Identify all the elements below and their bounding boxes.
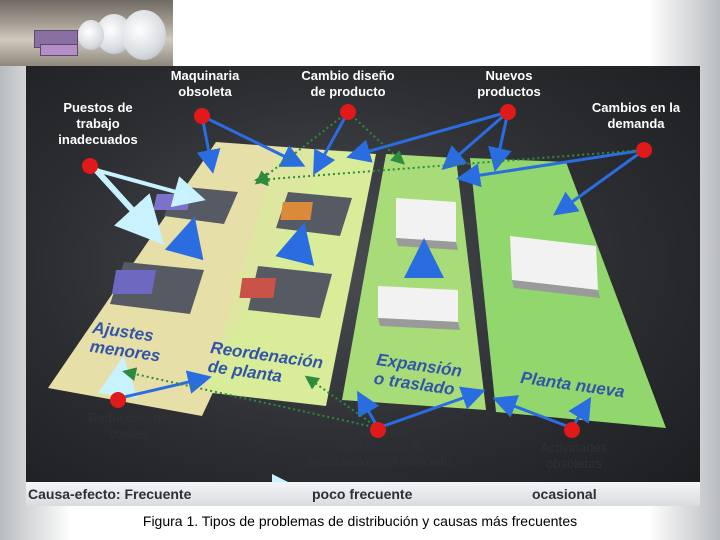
building-expansion-1 [396, 198, 458, 250]
figure-caption: Figura 1. Tipos de problemas de distribu… [0, 513, 720, 529]
node-cambios-demanda [636, 142, 652, 158]
node-localizacion [370, 422, 386, 438]
legend-ocasional: ocasional [532, 486, 597, 502]
label-nuevos-productos: Nuevos productos [466, 68, 552, 100]
node-maquinaria [194, 108, 210, 124]
label-localizacion: Cambios en la localización del mercado [292, 438, 468, 470]
label-puestos: Puestos de trabajo inadecuados [46, 100, 150, 148]
node-cambio-diseno [340, 104, 356, 120]
label-reduccion: Reducción de costes [78, 410, 178, 442]
node-actividades [564, 422, 580, 438]
node-nuevos-productos [500, 104, 516, 120]
legend: Causa-efecto: Frecuente poco frecuente o… [26, 482, 700, 506]
machine-reordenacion-1 [276, 192, 352, 236]
label-maquinaria: Maquinaria obsoleta [162, 68, 248, 100]
node-reduccion [110, 392, 126, 408]
building-planta-nueva [510, 236, 600, 298]
legend-poco: poco frecuente [312, 486, 412, 502]
node-puestos [82, 158, 98, 174]
label-cambios-demanda: Cambios en la demanda [580, 100, 692, 132]
label-actividades: Actividades obsoletas [526, 440, 622, 472]
label-cambio-diseno: Cambio diseño de producto [290, 68, 406, 100]
distribution-diagram: Maquinaria obsoleta Cambio diseño de pro… [26, 66, 700, 506]
factory-photo [0, 0, 173, 66]
building-expansion-2 [378, 286, 460, 330]
legend-title: Causa-efecto: Frecuente [28, 486, 191, 502]
